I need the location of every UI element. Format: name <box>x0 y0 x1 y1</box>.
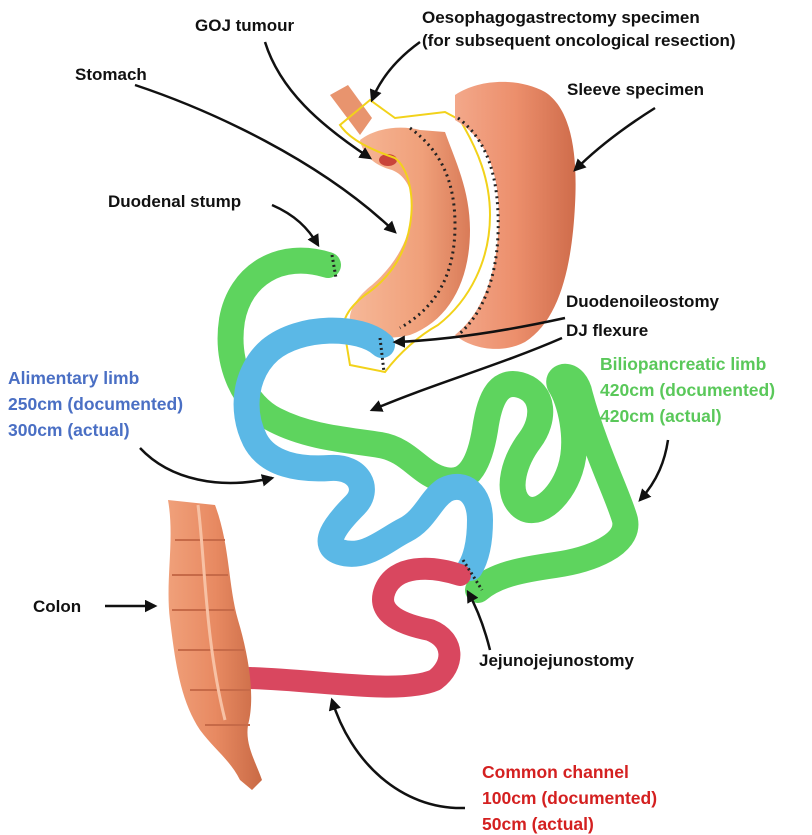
arrow-biliopancreatic <box>640 440 668 500</box>
label-duodenal-stump: Duodenal stump <box>108 192 241 211</box>
arrow-duodenal-stump <box>272 205 318 245</box>
stomach-remnant <box>350 128 470 338</box>
arrow-sleeve <box>575 108 655 170</box>
label-alimentary-limb-2: 250cm (documented) <box>8 394 183 414</box>
arrow-common-channel <box>332 700 465 808</box>
label-stomach: Stomach <box>75 65 147 84</box>
label-common-channel-2: 100cm (documented) <box>482 788 657 808</box>
label-common-channel-3: 50cm (actual) <box>482 814 594 834</box>
label-colon: Colon <box>33 597 81 616</box>
sleeve-specimen <box>455 82 576 349</box>
label-biliopancreatic-limb-3: 420cm (actual) <box>600 406 722 426</box>
arrow-oesophagogastrectomy <box>372 42 420 100</box>
label-dj-flexure: DJ flexure <box>566 321 648 340</box>
common-channel <box>250 569 460 687</box>
label-biliopancreatic-limb-2: 420cm (documented) <box>600 380 775 400</box>
label-jejunojejunostomy: Jejunojejunostomy <box>479 651 634 670</box>
colon <box>168 500 262 790</box>
label-common-channel-1: Common channel <box>482 762 629 782</box>
label-oesophagogastrectomy-1: Oesophagogastrectomy specimen <box>422 8 700 27</box>
label-alimentary-limb-1: Alimentary limb <box>8 368 139 388</box>
label-sleeve-specimen: Sleeve specimen <box>567 80 704 99</box>
label-alimentary-limb-3: 300cm (actual) <box>8 420 130 440</box>
label-biliopancreatic-limb-1: Biliopancreatic limb <box>600 354 766 374</box>
label-oesophagogastrectomy-2: (for subsequent oncological resection) <box>422 31 736 50</box>
oesophagus-stub <box>330 85 372 135</box>
label-duodenoileostomy: Duodenoileostomy <box>566 292 720 311</box>
label-goj-tumour: GOJ tumour <box>195 16 295 35</box>
